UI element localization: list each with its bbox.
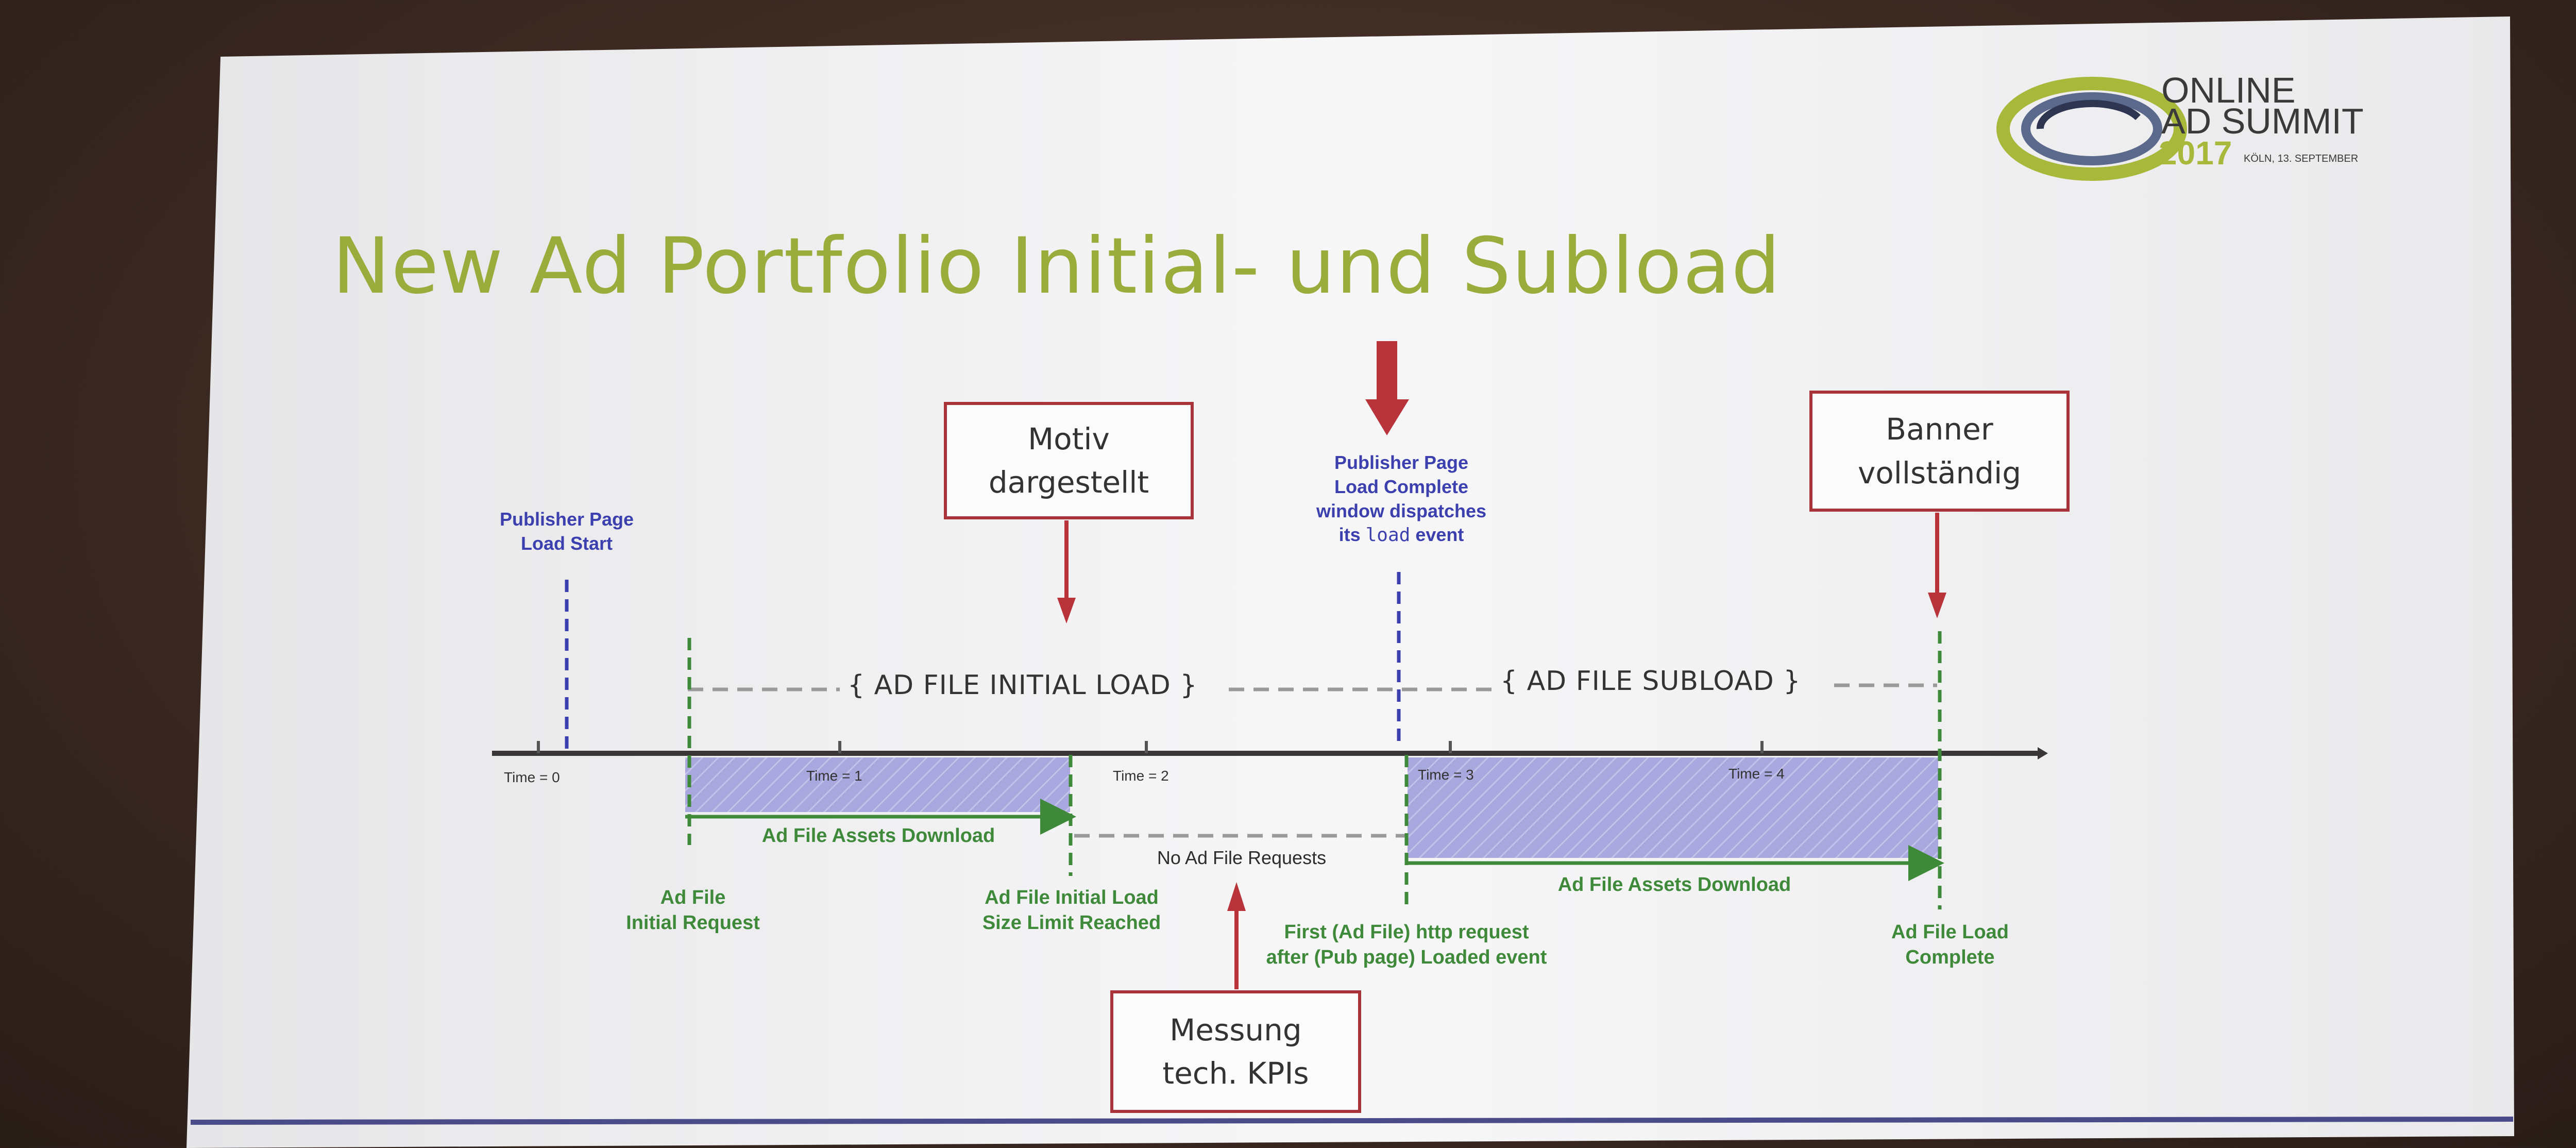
milestone-initial-request-line2: Initial Request bbox=[626, 912, 760, 934]
callout-banner-line1: Banner bbox=[1886, 412, 1993, 447]
milestone-load-complete-line2: Complete bbox=[1905, 947, 1995, 969]
projection-screen bbox=[187, 16, 2514, 1148]
event-pub-load-complete-line2: Load Complete bbox=[1334, 476, 1468, 497]
callout-banner: Banner vollständig bbox=[1809, 391, 2070, 512]
tick-label-0: Time = 0 bbox=[504, 769, 560, 785]
tick-label-3: Time = 3 bbox=[1418, 767, 1474, 783]
callout-motiv-line2: dargestellt bbox=[988, 465, 1149, 500]
callout-messung: Messung tech. KPIs bbox=[1110, 990, 1361, 1113]
bottom-divider bbox=[190, 1117, 2514, 1125]
event-load-suffix: event bbox=[1410, 524, 1464, 546]
milestone-initial-request: Ad File Initial Request bbox=[572, 885, 814, 936]
download-label-1: Ad File Assets Download bbox=[761, 825, 995, 847]
logo-year: 2017 bbox=[2159, 134, 2232, 172]
logo-line2: AD SUMMIT bbox=[2161, 101, 2364, 141]
red-arrows bbox=[1057, 341, 1946, 989]
no-requests-label: No Ad File Requests bbox=[1157, 847, 1327, 868]
callout-motiv: Motiv dargestellt bbox=[944, 402, 1194, 519]
event-pub-load-complete: Publisher Page Load Complete window disp… bbox=[1267, 451, 1535, 548]
milestone-size-limit-line2: Size Limit Reached bbox=[982, 912, 1161, 934]
milestone-initial-request-line1: Ad File bbox=[660, 887, 726, 908]
milestone-load-complete: Ad File Load Complete bbox=[1834, 920, 2066, 971]
event-pub-load-complete-line4: its load event bbox=[1267, 523, 1535, 548]
logo-line1: ONLINE bbox=[2161, 70, 2296, 110]
callout-messung-line1: Messung bbox=[1170, 1012, 1302, 1048]
download-bar-2 bbox=[1408, 757, 1938, 858]
milestone-first-request-line2: after (Pub page) Loaded event bbox=[1266, 947, 1547, 969]
tick-label-1: Time = 1 bbox=[806, 768, 862, 784]
download-bar-1 bbox=[685, 757, 1070, 812]
milestone-first-request-line1: First (Ad File) http request bbox=[1284, 921, 1529, 943]
milestone-first-request: First (Ad File) http request after (Pub … bbox=[1239, 920, 1574, 971]
callout-messung-line2: tech. KPIs bbox=[1162, 1056, 1309, 1091]
milestone-load-complete-line1: Ad File Load bbox=[1891, 921, 2009, 943]
callout-motiv-line1: Motiv bbox=[1028, 421, 1110, 457]
download-label-2: Ad File Assets Download bbox=[1557, 874, 1791, 896]
event-pub-load-start: Publisher Page Load Start bbox=[453, 508, 680, 556]
callout-banner-line2: vollständig bbox=[1857, 455, 2022, 491]
event-pub-load-complete-line1: Publisher Page bbox=[1334, 452, 1469, 473]
event-pub-load-complete-line3: window dispatches bbox=[1316, 500, 1487, 521]
phase-subload: { AD FILE SUBLOAD } bbox=[1500, 666, 1801, 697]
phase-initial-load: { AD FILE INITIAL LOAD } bbox=[848, 670, 1198, 701]
event-load-prefix: its bbox=[1338, 524, 1366, 546]
milestone-size-limit: Ad File Initial Load Size Limit Reached bbox=[943, 885, 1200, 936]
milestone-size-limit-line1: Ad File Initial Load bbox=[985, 887, 1159, 908]
event-pub-load-start-line1: Publisher Page bbox=[499, 509, 634, 530]
tick-label-4: Time = 4 bbox=[1728, 766, 1785, 782]
summit-logo-icon bbox=[1996, 77, 2187, 181]
tick-label-2: Time = 2 bbox=[1113, 768, 1169, 784]
event-load-code: load bbox=[1365, 525, 1411, 546]
event-pub-load-start-line2: Load Start bbox=[520, 532, 613, 554]
logo-place-date: KÖLN, 13. SEPTEMBER bbox=[2244, 153, 2359, 164]
slide-title: New Ad Portfolio Initial- und Subload bbox=[332, 222, 1782, 311]
